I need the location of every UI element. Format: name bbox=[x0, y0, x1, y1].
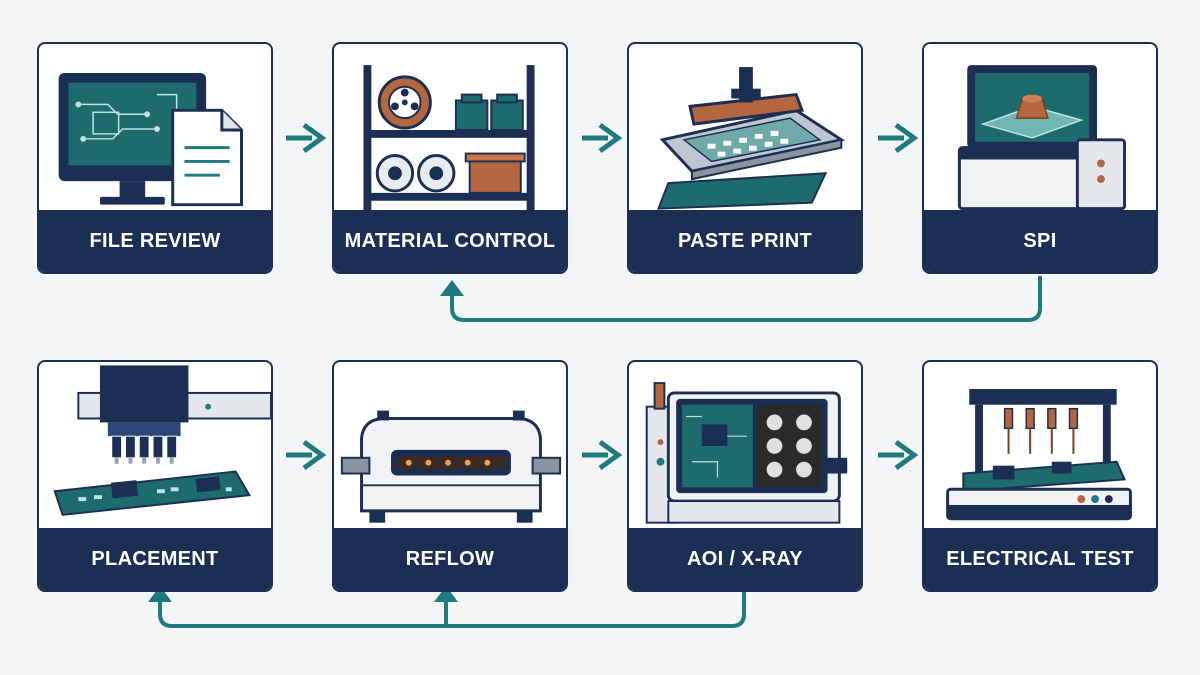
step-card-material-control: MATERIAL CONTROL bbox=[332, 42, 568, 274]
step-label-bar: FILE REVIEW bbox=[39, 210, 271, 272]
monitor-document-icon bbox=[39, 44, 271, 212]
arrow-placement-to-reflow bbox=[286, 439, 327, 471]
step-card-spi: SPI bbox=[922, 42, 1158, 274]
step-label-bar: AOI / X-RAY bbox=[629, 528, 861, 590]
step-card-placement: PLACEMENT bbox=[37, 360, 273, 592]
step-label-bar: SPI bbox=[924, 210, 1156, 272]
step-card-aoi-xray: AOI / X-RAY bbox=[627, 360, 863, 592]
step-label-bar: REFLOW bbox=[334, 528, 566, 590]
step-label-bar: PASTE PRINT bbox=[629, 210, 861, 272]
inspection-machine-icon bbox=[924, 44, 1156, 212]
test-fixture-icon bbox=[924, 362, 1156, 530]
step-label: MATERIAL CONTROL bbox=[344, 229, 556, 252]
step-label: AOI / X-RAY bbox=[687, 547, 803, 570]
step-label-bar: MATERIAL CONTROL bbox=[334, 210, 566, 272]
step-label: ELECTRICAL TEST bbox=[946, 547, 1134, 570]
step-card-reflow: REFLOW bbox=[332, 360, 568, 592]
arrow-file-review-to-material-control bbox=[286, 122, 327, 154]
pick-and-place-icon bbox=[39, 362, 271, 530]
arrow-aoi-xray-to-electrical-test bbox=[878, 439, 919, 471]
reflow-oven-icon bbox=[334, 362, 566, 530]
step-card-paste-print: PASTE PRINT bbox=[627, 42, 863, 274]
feedback-spi-to-material-control bbox=[440, 276, 1042, 322]
step-label: SPI bbox=[1023, 229, 1057, 252]
xray-inspector-icon bbox=[629, 362, 861, 530]
step-label-bar: ELECTRICAL TEST bbox=[924, 528, 1156, 590]
reel-shelf-icon bbox=[334, 44, 566, 212]
arrow-reflow-to-aoi-xray bbox=[582, 439, 623, 471]
stencil-squeegee-icon bbox=[629, 44, 861, 212]
step-card-electrical-test: ELECTRICAL TEST bbox=[922, 360, 1158, 592]
step-label: REFLOW bbox=[405, 547, 495, 570]
step-label: PASTE PRINT bbox=[677, 229, 813, 252]
step-label: FILE REVIEW bbox=[89, 229, 221, 252]
step-label: PLACEMENT bbox=[91, 547, 219, 570]
arrow-material-control-to-paste-print bbox=[582, 122, 623, 154]
step-card-file-review: FILE REVIEW bbox=[37, 42, 273, 274]
arrow-paste-print-to-spi bbox=[878, 122, 919, 154]
step-label-bar: PLACEMENT bbox=[39, 528, 271, 590]
